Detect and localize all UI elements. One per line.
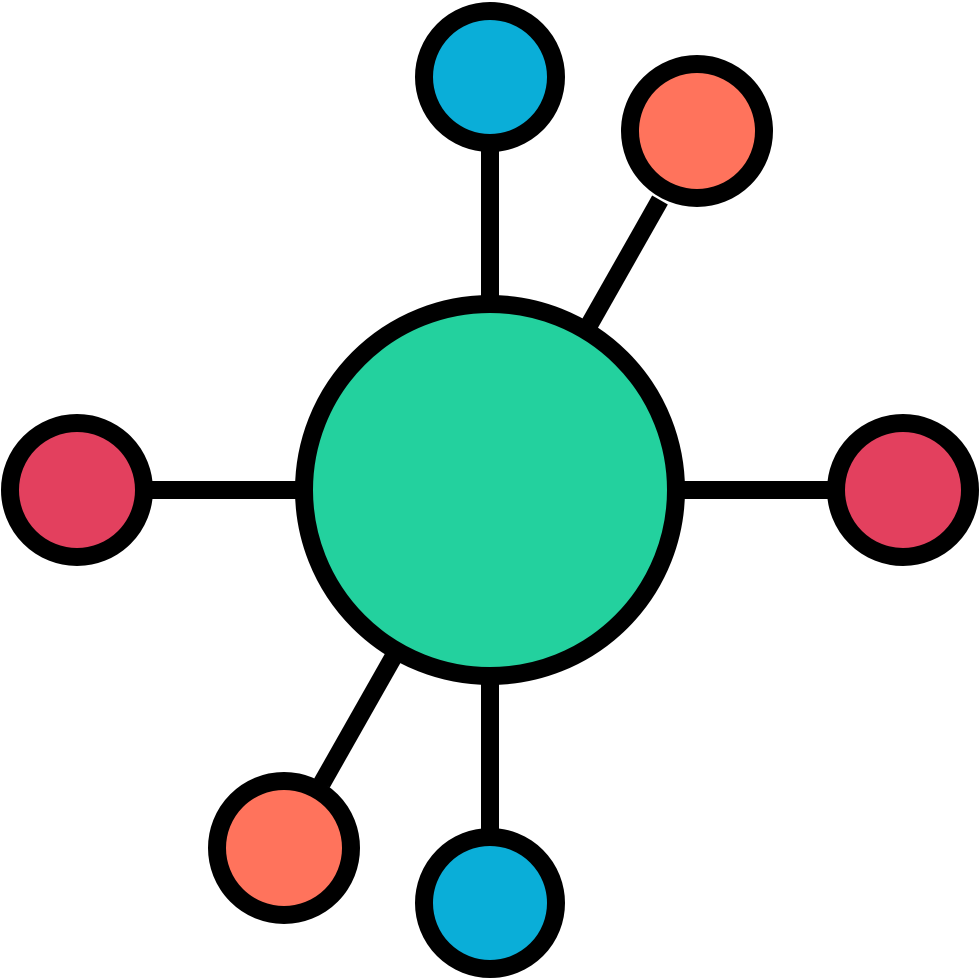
- connector-bottom-left: [314, 651, 402, 788]
- node-right: [827, 414, 979, 566]
- node-bottom: [415, 828, 565, 978]
- connector-lines: [150, 150, 830, 830]
- center-node: [295, 295, 685, 685]
- node-bottom-left: [208, 772, 360, 924]
- node-top: [415, 2, 565, 152]
- node-left: [1, 414, 153, 566]
- connector-top-right: [580, 195, 668, 332]
- node-top-right: [621, 55, 773, 207]
